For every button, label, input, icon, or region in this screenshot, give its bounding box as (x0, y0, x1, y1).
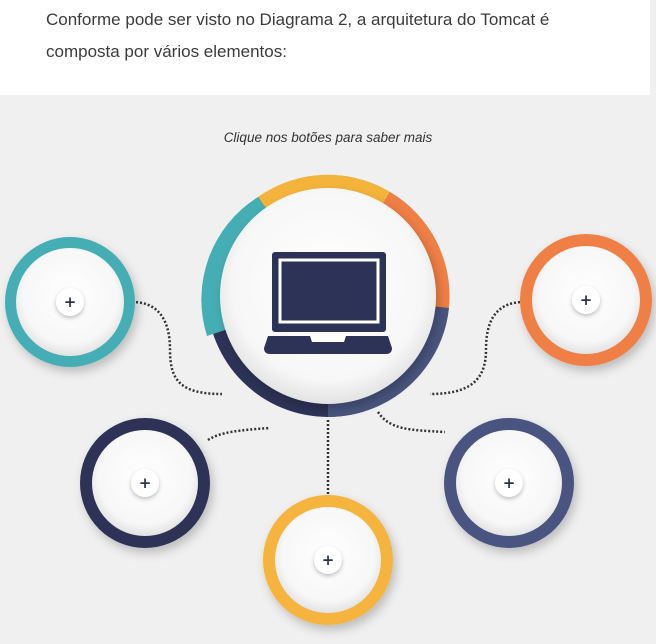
node-yellow-button[interactable]: + (263, 495, 393, 625)
intro-line-1: Conforme pode ser visto no Diagrama 2, a… (46, 10, 550, 29)
plus-icon: + (503, 474, 516, 492)
laptop-icon (264, 252, 392, 354)
plus-button-orange[interactable] (572, 286, 600, 314)
connector-slate (376, 411, 446, 434)
node-navy-button[interactable]: + (80, 418, 210, 548)
hint-text: Clique nos botões para saber mais (223, 130, 433, 145)
plus-icon: + (322, 551, 335, 569)
plus-icon: + (139, 474, 152, 492)
center-hub[interactable] (201, 174, 450, 417)
plus-button-yellow[interactable] (314, 546, 342, 574)
node-orange-button[interactable]: + (520, 234, 652, 366)
intro-line-2: composta por vários elementos: (46, 42, 287, 61)
plus-button-slate[interactable] (495, 469, 523, 497)
intro-paragraph: Conforme pode ser visto no Diagrama 2, a… (46, 4, 626, 68)
text-block: Conforme pode ser visto no Diagrama 2, a… (0, 0, 650, 95)
plus-icon: + (580, 291, 593, 309)
node-slate-button[interactable]: + (444, 418, 574, 548)
plus-icon: + (64, 293, 77, 311)
node-teal-button[interactable]: + (5, 237, 135, 367)
plus-button-navy[interactable] (131, 469, 159, 497)
plus-button-teal[interactable] (56, 288, 84, 316)
connector-navy (207, 426, 271, 442)
connector-orange (429, 300, 525, 396)
connectors (131, 300, 525, 494)
connector-teal (131, 300, 223, 396)
